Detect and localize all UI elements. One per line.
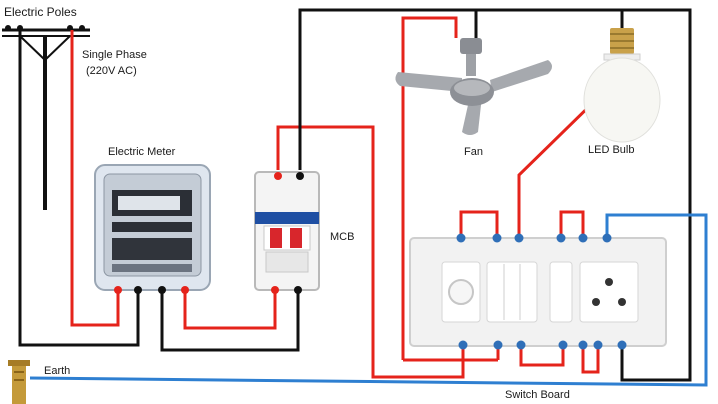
label-switch-board: Switch Board: [505, 389, 570, 401]
phase-wire-mcb-out: [276, 125, 465, 379]
wires: [18, 8, 708, 387]
switchboard-terminal: [578, 233, 588, 243]
switch-board: [409, 237, 667, 347]
label-single-phase-voltage: (220V AC): [86, 65, 137, 77]
jumper-top-1: [459, 210, 499, 238]
neutral-wire-mcb-out: [298, 8, 692, 382]
label-fan: Fan: [464, 146, 483, 158]
mcb-terminal: [294, 286, 302, 294]
electric-pole: [2, 25, 90, 210]
meter-terminal: [114, 286, 122, 294]
switchboard-terminal: [578, 340, 588, 350]
meter-terminal: [134, 286, 142, 294]
label-mcb: MCB: [330, 231, 354, 243]
earth-rod-icon: [8, 360, 30, 404]
meter-terminal: [158, 286, 166, 294]
led-bulb: [583, 28, 661, 143]
label-led-bulb: LED Bulb: [588, 144, 634, 156]
label-earth: Earth: [44, 365, 70, 377]
switchboard-terminal: [493, 340, 503, 350]
switchboard-terminal: [593, 340, 603, 350]
label-electric-meter: Electric Meter: [108, 146, 176, 158]
mcb-terminal: [271, 286, 279, 294]
switchboard-terminal: [558, 340, 568, 350]
mcb-terminal: [296, 172, 304, 180]
switchboard-terminal: [556, 233, 566, 243]
phase-wire-bulb: [517, 88, 608, 238]
meter-terminal: [181, 286, 189, 294]
phase-wire-pole-to-meter: [70, 30, 120, 327]
mcb-breaker: [254, 171, 320, 291]
neutral-wire-pole-to-meter: [18, 30, 140, 347]
switchboard-terminal: [458, 340, 468, 350]
neutral-wire-meter-to-mcb: [160, 290, 300, 352]
jumper-bottom-1: [519, 345, 565, 367]
phase-wire-meter-to-mcb: [183, 290, 277, 330]
label-electric-poles: Electric Poles: [4, 5, 77, 19]
switchboard-terminal: [514, 233, 524, 243]
jumper-top-2: [559, 210, 585, 238]
switchboard-terminal: [516, 340, 526, 350]
jumper-bottom-2: [581, 345, 600, 374]
switchboard-terminal: [456, 233, 466, 243]
phase-wire-fan: [401, 16, 458, 360]
switchboard-terminal: [617, 340, 627, 350]
electric-meter: [94, 164, 211, 291]
label-single-phase: Single Phase: [82, 49, 147, 61]
switchboard-terminal: [492, 233, 502, 243]
terminals: [114, 172, 627, 350]
switchboard-terminal: [602, 233, 612, 243]
mcb-terminal: [274, 172, 282, 180]
earth-wire: [29, 213, 708, 387]
ceiling-fan: [395, 38, 552, 135]
